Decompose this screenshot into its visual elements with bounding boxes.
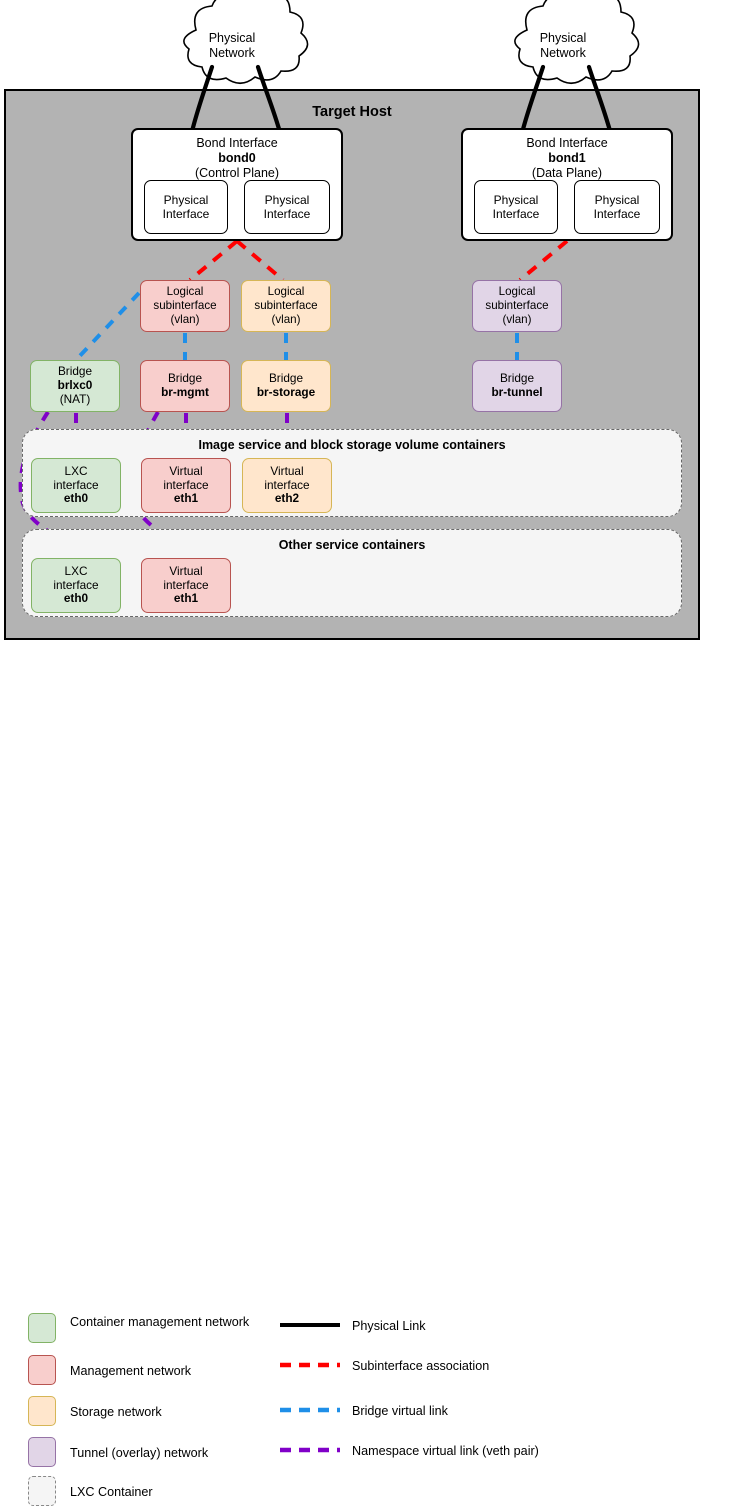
label-line1: Bridge — [499, 371, 535, 386]
label-line3: (vlan) — [170, 312, 200, 326]
bridge-brlxc0[interactable]: Bridge brlxc0 (NAT) — [30, 360, 120, 412]
label-line2: Network — [209, 46, 255, 60]
bridge-id: br-mgmt — [161, 385, 209, 399]
iface-id: eth1 — [173, 591, 199, 606]
legend-swatch-management-network — [28, 1355, 56, 1385]
subinterface-mgmt[interactable]: Logical subinterface (vlan) — [140, 280, 230, 332]
label-line1: Bridge — [268, 371, 304, 386]
legend-swatch-lxc-container — [28, 1476, 56, 1506]
legend-swatch-tunnel-overlay-network — [28, 1437, 56, 1467]
iface-eth1-image[interactable]: Virtual interface eth1 — [141, 458, 231, 513]
container-other-services — [22, 529, 682, 617]
bond1-id: bond1 — [548, 150, 586, 165]
iface-eth0-other[interactable]: LXC interface eth0 — [31, 558, 121, 613]
label-line3: (vlan) — [271, 312, 301, 326]
label-line2: interface — [53, 477, 99, 492]
iface-id: eth2 — [274, 491, 300, 506]
iface-eth2-image[interactable]: Virtual interface eth2 — [242, 458, 332, 513]
label-line1: LXC — [64, 563, 88, 578]
iface-id: eth0 — [63, 591, 89, 606]
label-line2: Interface — [593, 207, 641, 221]
label-line1: Physical — [539, 31, 587, 46]
legend-label-namespace-veth: Namespace virtual link (veth pair) — [352, 1444, 539, 1458]
legend-label-container-management-network: Container management network — [70, 1315, 250, 1329]
label-line2: interface — [163, 577, 209, 592]
label-line2: interface — [53, 577, 99, 592]
legend-label-physical-link: Physical Link — [352, 1319, 426, 1333]
bond1-title: Bond Interface — [526, 136, 608, 150]
bond1-role: (Data Plane) — [531, 165, 603, 180]
iface-eth1-other[interactable]: Virtual interface eth1 — [141, 558, 231, 613]
label-line1: LXC — [64, 463, 88, 478]
label-line1: Bridge — [167, 371, 203, 386]
label-line2: Network — [540, 46, 586, 60]
bridge-extra: (NAT) — [59, 391, 91, 406]
label-line2: subinterface — [153, 299, 217, 313]
label-line2: Interface — [162, 207, 210, 221]
legend: Container management network Management … — [0, 650, 732, 1506]
bridge-br-mgmt[interactable]: Bridge br-mgmt — [140, 360, 230, 412]
bridge-id: brlxc0 — [57, 378, 93, 393]
legend-swatch-storage-network — [28, 1396, 56, 1426]
iface-id: eth0 — [63, 491, 89, 506]
label-line1: Logical — [498, 285, 536, 299]
legend-label-tunnel-overlay-network: Tunnel (overlay) network — [70, 1446, 209, 1460]
bridge-br-storage[interactable]: Bridge br-storage — [241, 360, 331, 412]
bond1-physical-interface-1[interactable]: Physical Interface — [474, 180, 558, 234]
label-line1: Physical — [594, 192, 640, 207]
label-line2: interface — [163, 477, 209, 492]
cloud-physical-network-right — [514, 0, 640, 85]
label-line2: Interface — [263, 207, 311, 221]
cloud-left-label: Physical Network — [182, 28, 282, 64]
legend-label-lxc-container: LXC Container — [70, 1485, 153, 1499]
subinterface-tunnel[interactable]: Logical subinterface (vlan) — [472, 280, 562, 332]
bond0-id: bond0 — [218, 150, 256, 165]
bond0-title: Bond Interface — [196, 136, 278, 150]
label-line3: (vlan) — [502, 312, 532, 326]
label-line1: Logical — [267, 285, 305, 299]
bridge-virtual-links — [74, 291, 519, 362]
bond0-role: (Control Plane) — [194, 165, 280, 180]
bond0-physical-interface-2[interactable]: Physical Interface — [244, 180, 330, 234]
bridge-id: br-storage — [256, 385, 316, 399]
legend-swatch-container-management-network — [28, 1313, 56, 1343]
legend-label-management-network: Management network — [70, 1364, 192, 1378]
label-line1: Virtual — [169, 463, 203, 478]
label-line1: Physical — [264, 192, 310, 207]
label-line1: Physical — [163, 192, 209, 207]
subinterface-storage[interactable]: Logical subinterface (vlan) — [241, 280, 331, 332]
label-line1: Virtual — [270, 463, 304, 478]
label-line1: Physical — [493, 192, 539, 207]
label-line1: Virtual — [169, 563, 203, 578]
bond0-physical-interface-1[interactable]: Physical Interface — [144, 180, 228, 234]
container-image-storage — [22, 429, 682, 517]
iface-id: eth1 — [173, 491, 199, 506]
legend-label-storage-network: Storage network — [70, 1405, 162, 1419]
bond1-physical-interface-2[interactable]: Physical Interface — [574, 180, 660, 234]
label-line1: Bridge — [57, 364, 93, 379]
label-line2: subinterface — [254, 299, 318, 313]
legend-label-bridge-virtual-link: Bridge virtual link — [352, 1404, 448, 1418]
bridge-br-tunnel[interactable]: Bridge br-tunnel — [472, 360, 562, 412]
cloud-physical-network-left — [183, 0, 309, 85]
legend-label-subinterface-association: Subinterface association — [352, 1359, 490, 1373]
target-host-title: Target Host — [312, 104, 392, 120]
iface-eth0-image[interactable]: LXC interface eth0 — [31, 458, 121, 513]
label-line1: Logical — [166, 285, 204, 299]
container-image-storage-title: Image service and block storage volume c… — [198, 438, 506, 452]
cloud-right-label: Physical Network — [513, 28, 613, 64]
label-line2: interface — [264, 477, 310, 492]
label-line2: Interface — [492, 207, 540, 221]
subinterface-association-links — [188, 239, 569, 282]
label-line1: Physical — [208, 31, 256, 46]
bridge-id: br-tunnel — [491, 385, 543, 399]
label-line2: subinterface — [485, 299, 549, 313]
container-other-services-title: Other service containers — [278, 538, 426, 552]
